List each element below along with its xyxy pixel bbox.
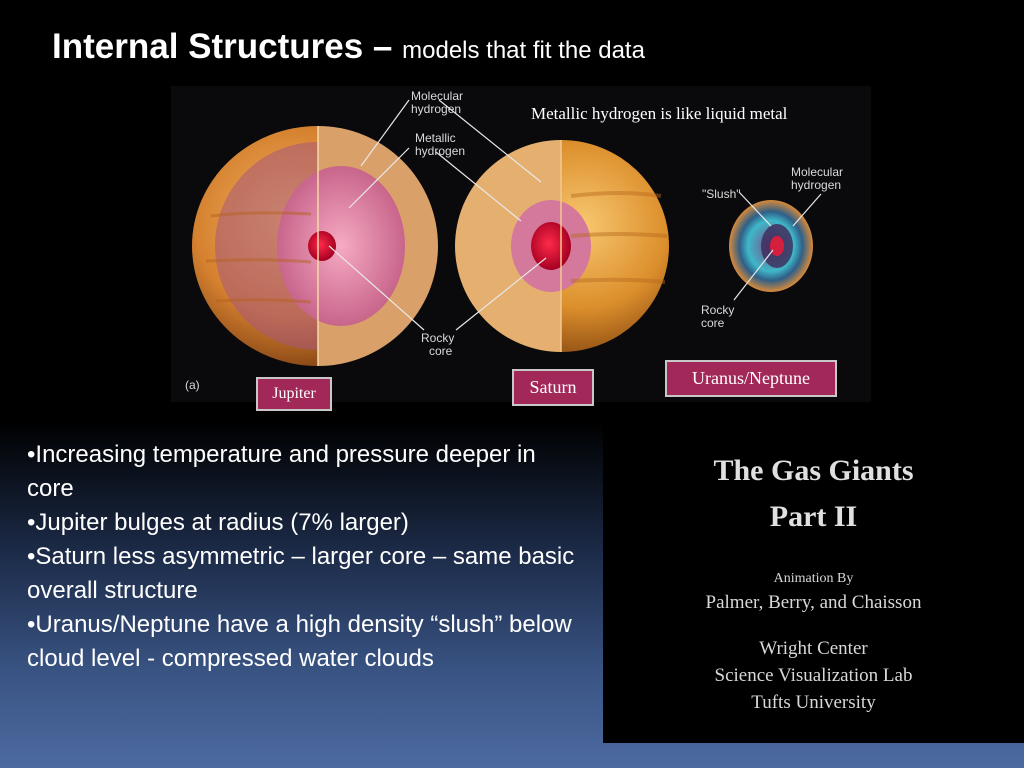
planet-tag-jupiter: Jupiter [256,377,332,411]
label-rocky-core-uranus: Rocky core [701,303,735,330]
label-molecular-hydrogen-uranus: Molecular hydrogen [791,165,844,192]
bullet-list: •Increasing temperature and pressure dee… [27,438,587,676]
label-rocky-core: Rocky core [421,331,455,358]
slide-title-main: Internal Structures – [52,27,393,66]
saturn-cutaway [455,140,669,352]
callout-lines [328,99,822,331]
video-org-line2: Science Visualization Lab [714,665,913,686]
bullet-item: •Uranus/Neptune have a high density “slu… [27,611,572,672]
video-title-line2: Part II [769,500,858,533]
label-molecular-hydrogen: Molecular hydrogen [411,89,464,116]
video-org-line3: Tufts University [751,692,876,713]
video-thumbnail[interactable]: The Gas Giants Part II Animation By Palm… [603,420,1024,743]
video-title-line1: The Gas Giants [713,454,914,487]
label-metallic-hydrogen: Metallic hydrogen [415,131,466,158]
planet-tag-uranus-neptune: Uranus/Neptune [665,360,837,397]
label-slush: "Slush" [702,187,741,201]
video-org-line1: Wright Center [759,638,868,659]
slide-subtitle: models that fit the data [402,37,645,64]
label-panel-letter: (a) [185,378,200,392]
bullet-item: •Jupiter bulges at radius (7% larger) [27,509,409,536]
video-authors: Palmer, Berry, and Chaisson [705,592,922,613]
bullet-item: •Increasing temperature and pressure dee… [27,441,536,502]
jupiter-cutaway [192,126,438,366]
metallic-hydrogen-note: Metallic hydrogen is like liquid metal [531,104,788,123]
planet-interiors-illustration [192,99,822,366]
planet-interiors-figure: Molecular hydrogen Metallic hydrogen Roc… [171,86,871,402]
uranus-neptune-cutaway [729,200,813,292]
planet-tag-saturn: Saturn [512,369,594,406]
slide-title: Internal Structures – models that fit th… [52,26,645,72]
bullet-item: •Saturn less asymmetric – larger core – … [27,543,575,604]
video-animation-by: Animation By [773,571,854,586]
